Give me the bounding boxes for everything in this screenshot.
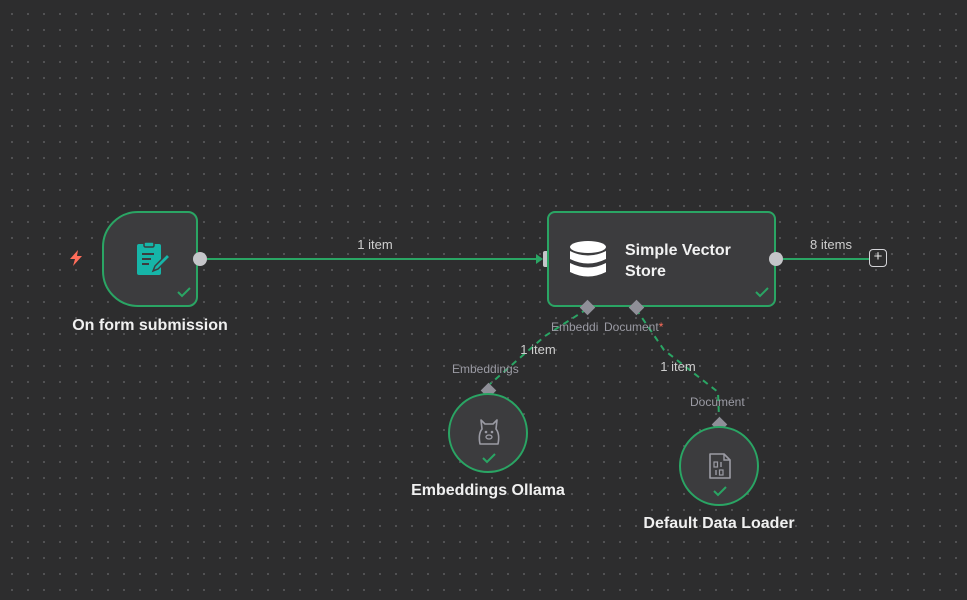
node-default-data-loader[interactable]	[679, 426, 759, 506]
node-on-form-submission[interactable]	[102, 211, 198, 307]
success-check-icon	[176, 285, 192, 304]
success-check-icon	[754, 285, 770, 304]
edge-label-trigger-to-store: 1 item	[357, 237, 393, 252]
node-label-loader: Default Data Loader	[643, 515, 795, 532]
port-label-embeddings-output: Embeddings	[452, 362, 519, 376]
connection-embeddings-to-store	[489, 308, 588, 385]
edge-label-store-output: 8 items	[810, 237, 852, 252]
port-label-embedding: Embeddi	[551, 320, 599, 334]
edge-label-loader: 1 item	[660, 359, 696, 374]
database-icon	[569, 240, 607, 285]
edge-label-embeddings: 1 item	[520, 342, 556, 357]
store-output-handle[interactable]	[769, 252, 783, 266]
port-label-document-text: Document	[604, 320, 659, 334]
success-check-icon	[481, 451, 497, 470]
trigger-bolt-icon	[68, 249, 84, 272]
connection-loader-to-store	[635, 308, 720, 418]
port-label-document: Document*	[604, 320, 663, 334]
node-label-embeddings: Embeddings Ollama	[411, 482, 565, 499]
success-check-icon	[712, 484, 728, 503]
node-label-trigger: On form submission	[72, 317, 228, 334]
node-embeddings-ollama[interactable]	[448, 393, 528, 473]
binary-file-icon	[708, 452, 732, 485]
port-label-loader-output: Document	[690, 395, 745, 409]
required-marker: *	[658, 320, 664, 334]
node-simple-vector-store[interactable]: Simple Vector Store	[547, 211, 776, 307]
connection-arrow	[536, 254, 543, 264]
trigger-output-handle[interactable]	[193, 252, 207, 266]
node-title-vector-store: Simple Vector Store	[625, 242, 731, 280]
add-node-button[interactable]: +	[869, 249, 887, 267]
form-edit-icon	[134, 241, 172, 284]
ollama-llama-icon	[476, 417, 502, 452]
